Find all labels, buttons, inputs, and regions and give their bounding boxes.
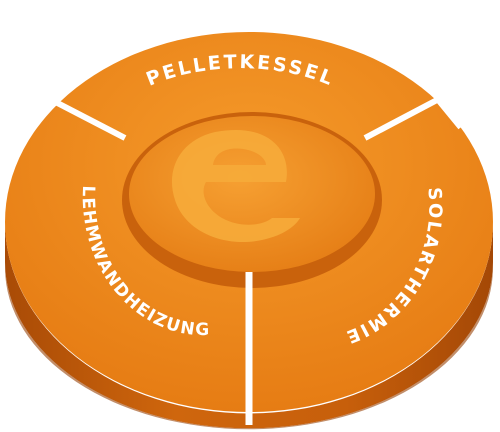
- divider-right-side: [435, 98, 462, 130]
- divider-top-right: [363, 97, 439, 141]
- divider-left-side: [22, 94, 44, 129]
- divider-top-left: [40, 92, 127, 141]
- e-logo-icon: [171, 129, 300, 243]
